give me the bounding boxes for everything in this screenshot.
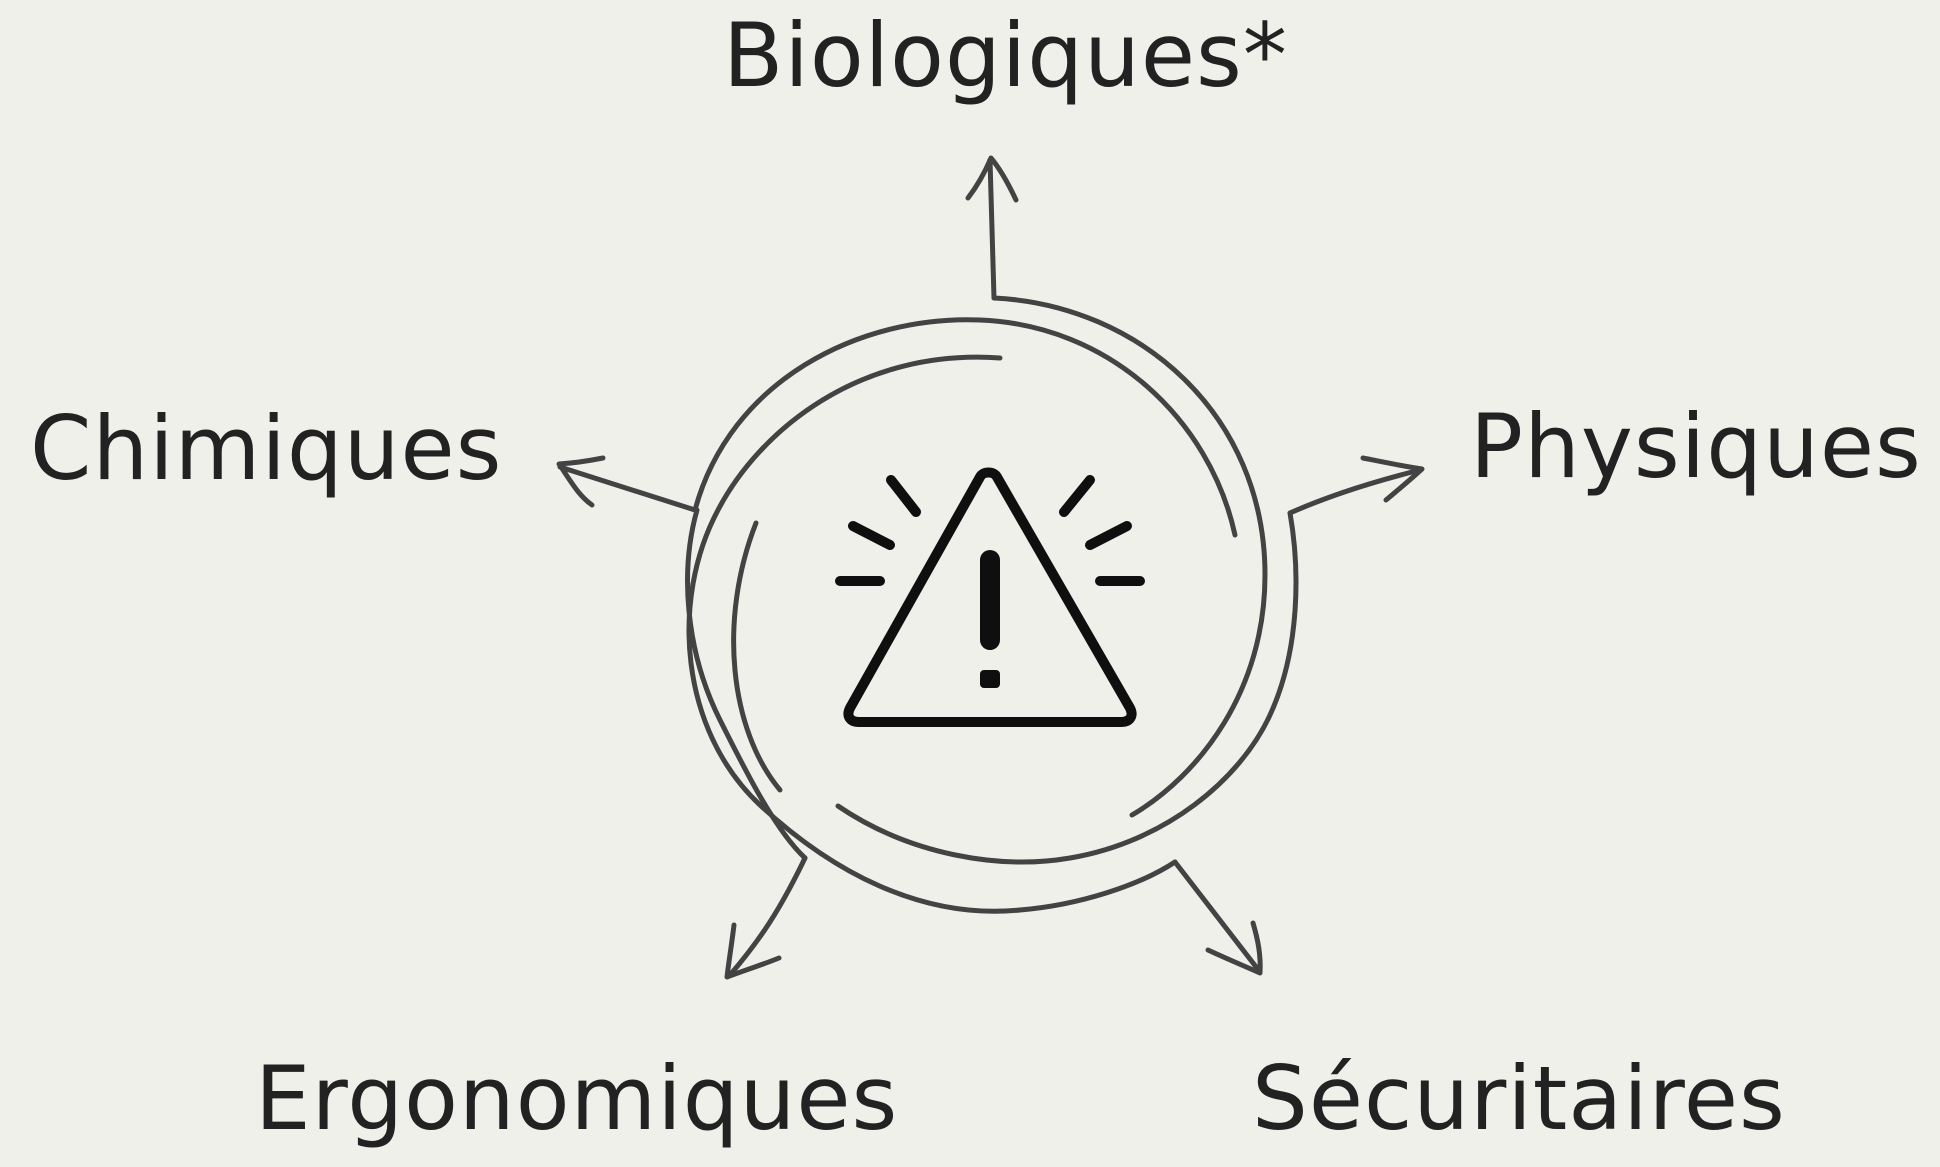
label-securitaires: Sécuritaires [1252, 1047, 1786, 1150]
arrow-chimiques-head [556, 455, 606, 508]
arrow-biologiques-shaft [987, 157, 997, 301]
swirl-inner-bottom [835, 510, 1299, 865]
label-physiques: Physiques [1470, 395, 1922, 498]
alert-rays-icon [835, 475, 1145, 586]
cycle-swirl [685, 295, 1299, 914]
label-ergonomiques: Ergonomiques [255, 1047, 899, 1150]
arrow-chimiques-shaft [557, 464, 698, 513]
arrow-chimiques [556, 455, 698, 513]
warning-triangle-outline [843, 467, 1137, 727]
swirl-outer-left [692, 317, 1238, 538]
ray-mid-right [1085, 521, 1132, 550]
arrow-securitaires [1172, 859, 1263, 976]
arrow-physiques-shaft [1287, 467, 1423, 516]
label-chimiques: Chimiques [30, 397, 503, 500]
arrow-ergonomiques [724, 855, 808, 980]
swirl-left-lower [685, 507, 808, 861]
arrow-ergonomiques-head [724, 922, 782, 980]
arrow-physiques [1287, 455, 1425, 516]
swirl-inner-left-2 [731, 520, 783, 793]
label-biologiques: Biologiques* [723, 4, 1288, 107]
arrow-physiques-head [1360, 455, 1425, 503]
warning-triangle-icon [843, 467, 1137, 727]
arrow-securitaires-head [1205, 920, 1263, 976]
swirl-outer-right [991, 295, 1268, 818]
arrow-biologiques-head [965, 155, 1019, 203]
ray-mid-left [848, 521, 895, 550]
arrow-securitaires-shaft [1172, 859, 1263, 975]
warning-exclamation-dot [980, 670, 1000, 688]
swirl-inner-left [686, 354, 1178, 914]
ray-upper-left [886, 475, 921, 517]
ray-upper-right [1059, 475, 1095, 517]
arrow-ergonomiques-shaft [727, 855, 808, 978]
arrow-biologiques [965, 155, 1019, 301]
